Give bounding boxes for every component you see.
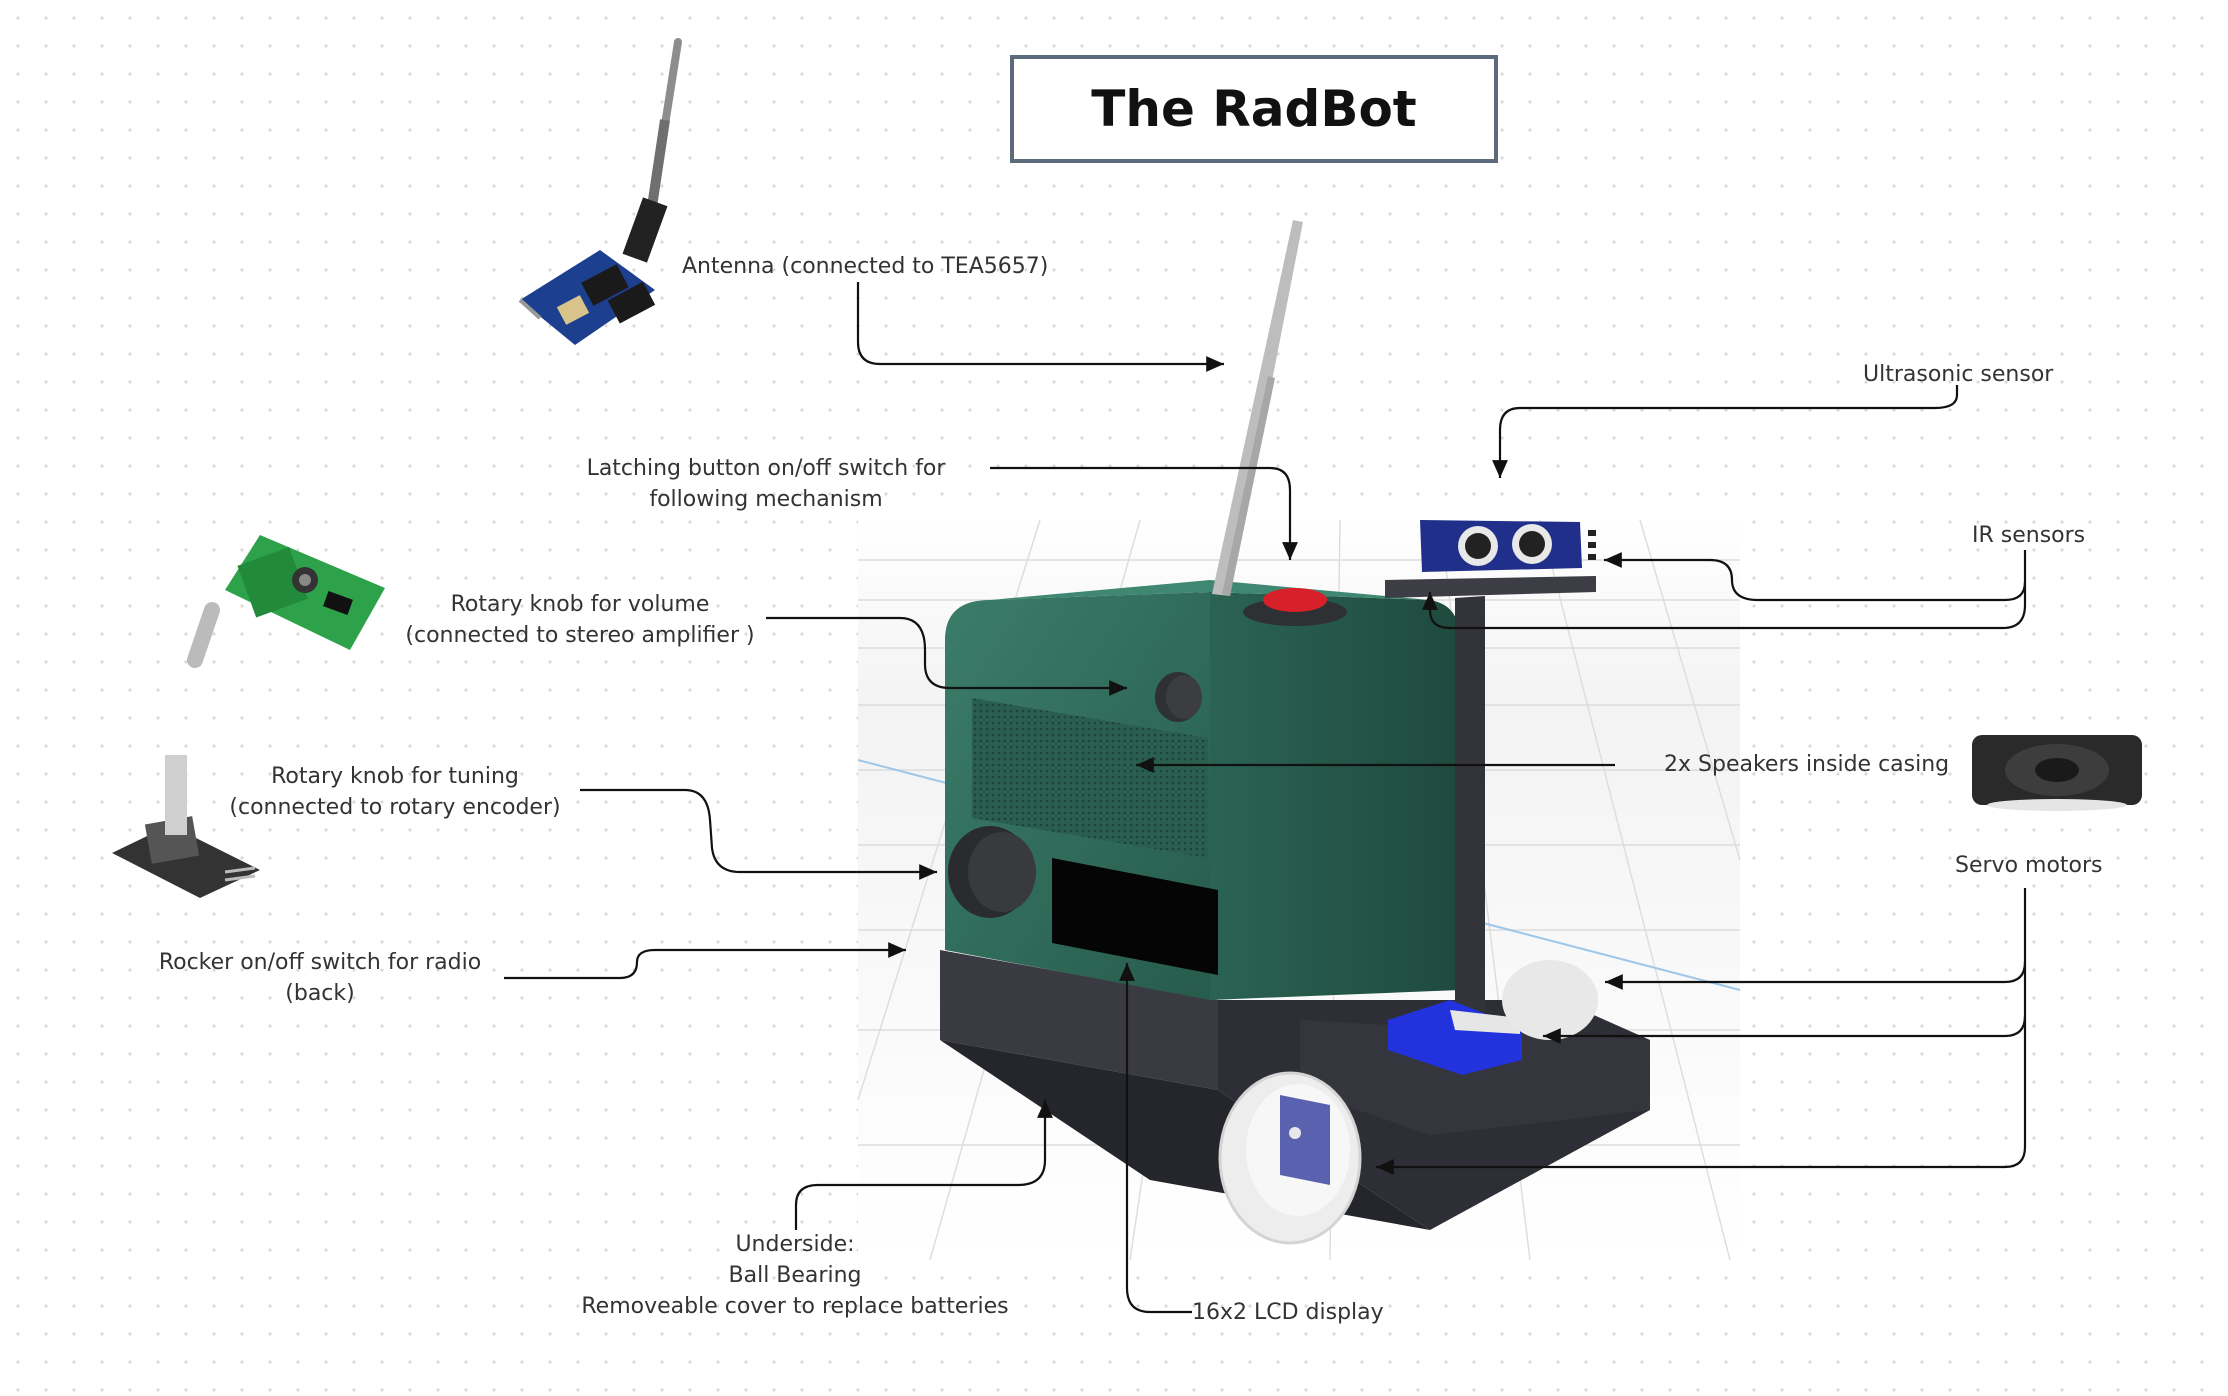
connector-arrows — [504, 282, 2027, 1314]
label-underside-line-2: Ball Bearing — [728, 1263, 862, 1288]
speaker-icon — [1972, 735, 2142, 811]
label-underside-line-3: Removeable cover to replace batteries — [581, 1294, 1009, 1319]
arrow-ir-top — [1604, 550, 2027, 602]
label-tuning-knob: Rotary knob for tuning (connected to rot… — [225, 761, 565, 823]
title-box: The RadBot — [1010, 55, 1498, 163]
label-tuning-line-1: Rotary knob for tuning — [271, 764, 519, 789]
arrow-latching — [990, 466, 1298, 560]
label-latching-button: Latching button on/off switch for follow… — [586, 453, 946, 515]
arrow-tuning — [580, 788, 937, 880]
label-ir-sensors: IR sensors — [1972, 523, 2086, 548]
arrow-volume — [766, 616, 1127, 696]
label-antenna: Antenna (connected to TEA5657) — [682, 254, 1049, 279]
label-servo-motors: Servo motors — [1955, 853, 2103, 878]
arrow-antenna — [856, 282, 1224, 372]
amplifier-board-icon — [187, 535, 385, 668]
label-tuning-line-2: (connected to rotary encoder) — [229, 795, 561, 820]
label-latching-line-2: following mechanism — [649, 487, 883, 512]
arrow-ir-bottom — [1422, 582, 2027, 630]
label-ultrasonic-sensor: Ultrasonic sensor — [1863, 362, 2054, 387]
diagram-title: The RadBot — [1091, 80, 1417, 138]
arrow-lcd — [1119, 963, 1192, 1314]
label-lcd-display: 16x2 LCD display — [1192, 1300, 1384, 1325]
label-volume-line-2: (connected to stereo amplifier ) — [405, 623, 755, 648]
label-volume-knob: Rotary knob for volume (connected to ste… — [400, 589, 760, 651]
label-speakers: 2x Speakers inside casing — [1664, 752, 1950, 777]
label-rocker-line-2: (back) — [285, 981, 355, 1006]
radbot-model — [940, 220, 1650, 1245]
arrow-ultrasonic — [1492, 385, 1959, 478]
label-underside: Underside: Ball Bearing Removeable cover… — [580, 1229, 1010, 1322]
label-rocker-line-1: Rocker on/off switch for radio — [158, 950, 482, 975]
label-latching-line-1: Latching button on/off switch for — [586, 456, 946, 481]
arrow-underside — [794, 1100, 1053, 1230]
label-underside-line-1: Underside: — [735, 1232, 855, 1257]
arrow-rocker — [504, 942, 906, 980]
rotary-encoder-icon — [112, 755, 260, 898]
label-rocker-switch: Rocker on/off switch for radio (back) — [150, 947, 490, 1009]
arrow-servo-front — [1376, 1016, 2027, 1175]
label-volume-line-1: Rotary knob for volume — [450, 592, 710, 617]
fm-radio-module-icon — [518, 38, 682, 345]
